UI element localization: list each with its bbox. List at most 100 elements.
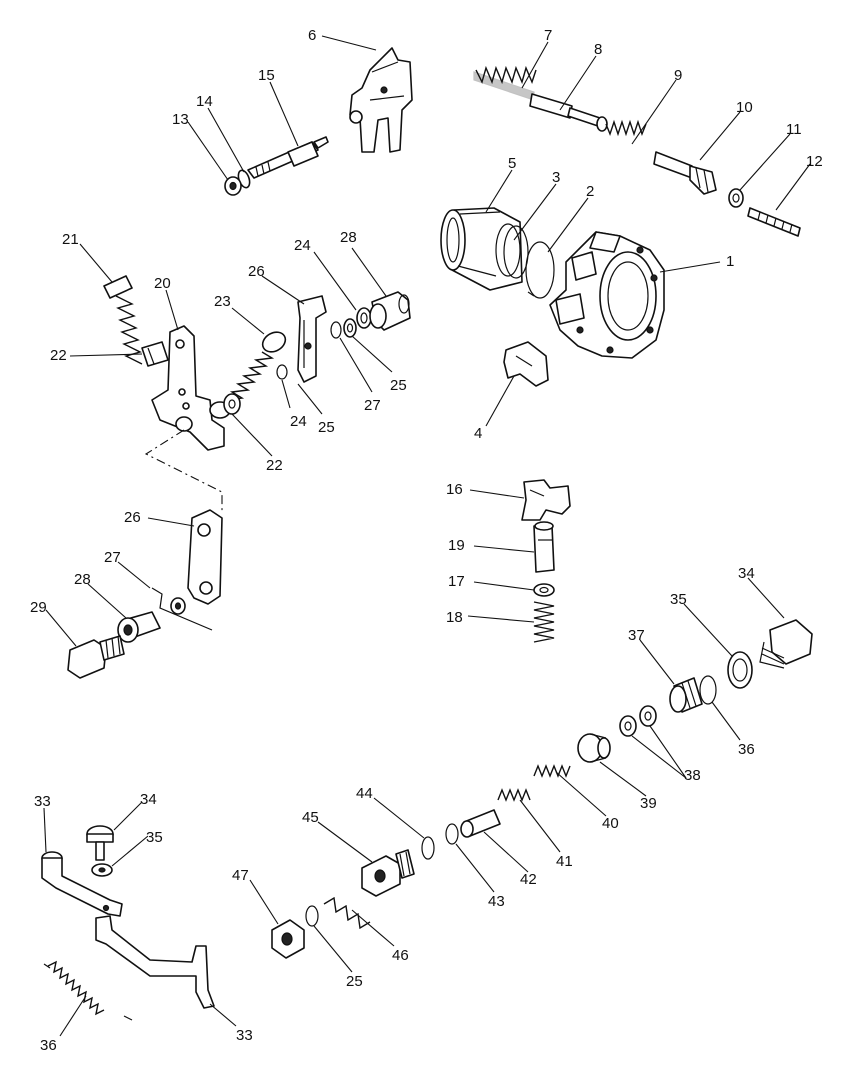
part-44-spring: [533, 764, 571, 778]
part-26-link-plate: [187, 509, 223, 605]
callout-13: 13: [172, 111, 189, 128]
part-43-cap: [577, 733, 611, 763]
part-48-o-ring: [421, 836, 435, 860]
part-13-nut: [224, 176, 242, 196]
callout-23: 23: [214, 293, 231, 310]
part-45-spring: [497, 788, 531, 802]
part-18-spring: [533, 601, 555, 643]
callout-47: 43: [488, 893, 505, 910]
callout-19: 19: [448, 537, 465, 554]
part-47-o-ring: [445, 823, 459, 845]
callout-numbers: 6 15 14 13 7 8 9 10 11 12 5 3 2 1 4 21 2…: [30, 27, 823, 1054]
callout-17: 17: [448, 573, 465, 590]
callout-43: 39: [640, 795, 657, 812]
part-23-screw: [223, 331, 287, 407]
part-11-washer: [728, 188, 744, 208]
part-42-washers: [619, 705, 657, 737]
part-33-bracket: [95, 915, 215, 1009]
callout-25-upper: 25: [390, 377, 407, 394]
part-10-valve-body: [653, 151, 717, 195]
part-29-bolt: [67, 635, 125, 679]
part-37-lever-arm: [41, 851, 123, 917]
part-1-housing: [549, 231, 665, 359]
callout-27: 27: [104, 549, 121, 566]
callout-9: 9: [674, 67, 682, 84]
part-22-nut-upper: [141, 341, 169, 367]
callout-24-upper: 24: [294, 237, 311, 254]
callout-7: 7: [544, 27, 552, 44]
part-25-o-ring-lower: [305, 905, 319, 927]
part-9-spring: [605, 119, 647, 137]
part-8-plunger-rod: [529, 93, 608, 132]
part-40-o-ring: [699, 675, 717, 705]
part-21-screw: [103, 275, 143, 365]
part-24-washer-lower: [276, 364, 288, 380]
part-16-bracket: [521, 479, 571, 521]
callout-32: 28: [340, 229, 357, 246]
part-7-spring: [473, 65, 537, 101]
part-20-lever: [151, 325, 231, 451]
callout-38: 34: [738, 565, 755, 582]
callout-44: 40: [602, 815, 619, 832]
part-22-nut-lower: [223, 393, 241, 415]
callout-37: 33: [34, 793, 51, 810]
callout-33: 33: [236, 1027, 253, 1044]
callout-4: 4: [474, 425, 482, 442]
part-28-bushing: [117, 611, 161, 643]
part-24-washer-upper: [356, 307, 372, 329]
callout-20: 20: [154, 275, 171, 292]
linkage-dashed-line: [144, 429, 223, 514]
callout-12: 12: [806, 153, 823, 170]
callout-46: 42: [520, 871, 537, 888]
part-39-gasket: [727, 651, 753, 689]
part-25-o-ring-upper: [330, 321, 342, 339]
callout-8: 8: [594, 41, 602, 58]
part-31-nut: [343, 318, 357, 338]
part-27-clip: [151, 587, 213, 631]
part-38-plug: [759, 619, 813, 669]
callout-16: 16: [446, 481, 463, 498]
callout-34: 34: [140, 791, 157, 808]
part-15-pin: [247, 136, 329, 179]
callout-51: 47: [232, 867, 249, 884]
part-50-spring: [323, 896, 371, 930]
callout-6: 6: [308, 27, 316, 44]
callout-2: 2: [586, 183, 594, 200]
part-2-snap-ring: [525, 241, 555, 299]
callout-50: 46: [392, 947, 409, 964]
part-5-sleeve: [440, 207, 523, 291]
callout-35: 35: [146, 829, 163, 846]
part-30-bracket: [297, 295, 327, 383]
callout-48: 44: [356, 785, 373, 802]
callout-24-lower: 24: [290, 413, 307, 430]
part-17-washer: [533, 583, 555, 597]
callout-1: 1: [726, 253, 734, 270]
callout-26: 26: [124, 509, 141, 526]
part-4-clip: [503, 341, 549, 387]
callout-21: 21: [62, 231, 79, 248]
callout-11: 11: [786, 121, 802, 138]
callout-22-lower: 22: [266, 457, 283, 474]
part-49-fitting: [361, 849, 415, 897]
part-19-plunger: [533, 521, 555, 573]
leader-lines: [43, 35, 811, 1037]
callout-41: 37: [628, 627, 645, 644]
part-3-ring: [495, 223, 529, 279]
callout-39: 35: [670, 591, 687, 608]
callout-29: 29: [30, 599, 47, 616]
part-12-bolt: [747, 207, 801, 237]
part-46-piston: [460, 809, 501, 838]
callout-28: 28: [74, 571, 91, 588]
callout-45: 41: [556, 853, 573, 870]
callout-49: 45: [302, 809, 319, 826]
callout-10: 10: [736, 99, 753, 116]
part-32-cap: [369, 291, 411, 331]
callout-30: 26: [248, 263, 265, 280]
callout-42: 38: [684, 767, 701, 784]
part-41-sleeve: [669, 677, 703, 713]
callout-25-lower: 25: [346, 973, 363, 990]
part-51-nut: [271, 919, 305, 959]
callout-22-upper: 22: [50, 347, 67, 364]
callout-25-mid: 25: [318, 419, 335, 436]
